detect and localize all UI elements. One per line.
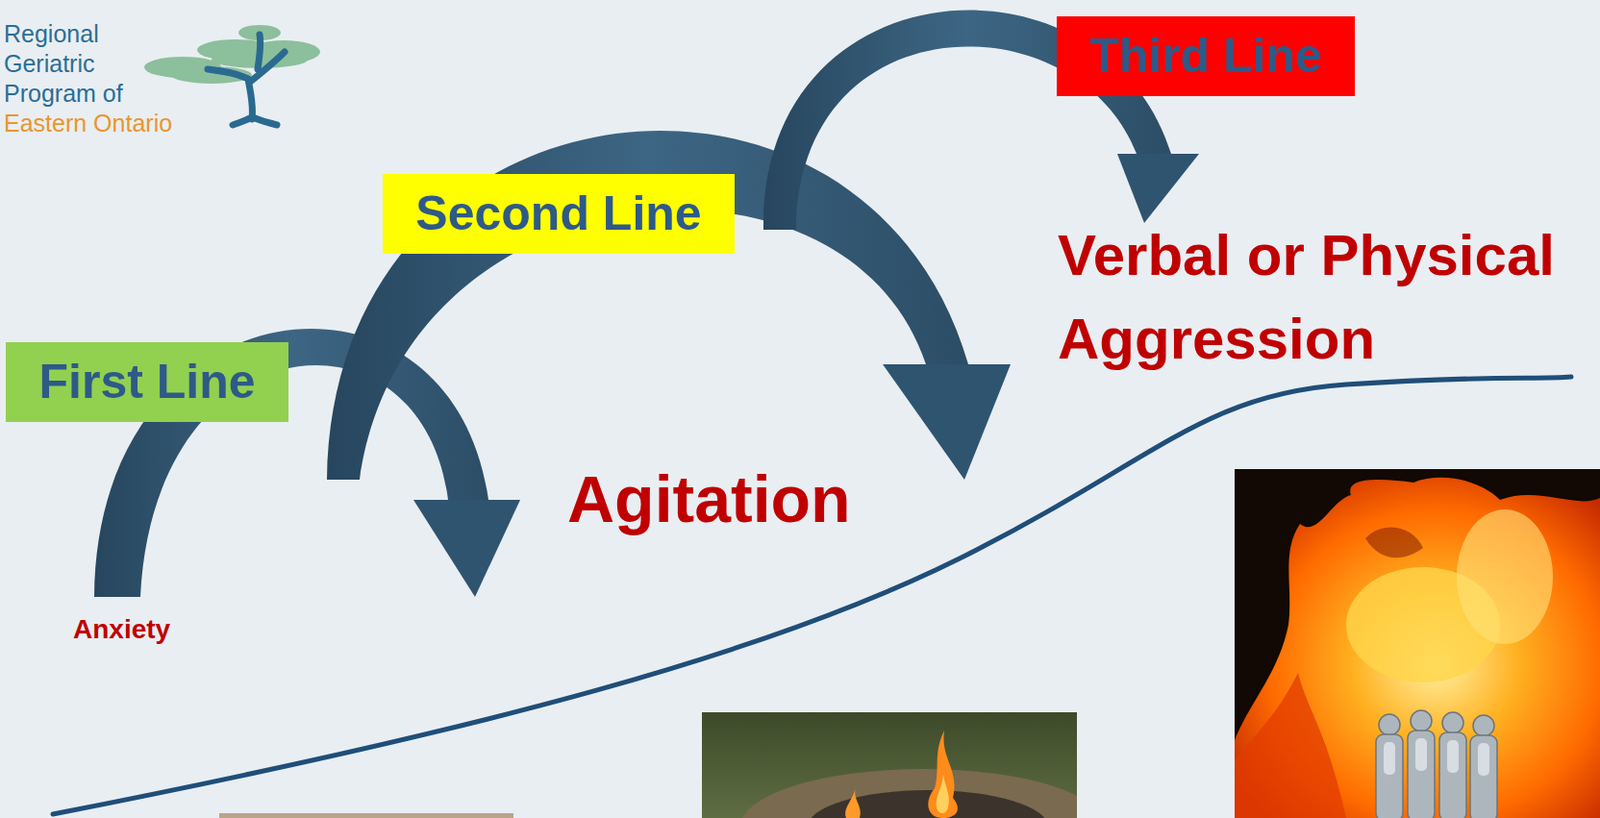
small-fire-photo (701, 712, 1077, 818)
air-tank (1415, 738, 1427, 772)
tree-trunk (207, 34, 285, 125)
box-title: First Line (38, 355, 255, 409)
large-fire-photo (1234, 469, 1600, 818)
fire (1234, 477, 1600, 818)
firefighter (1375, 734, 1403, 818)
arrow-shaft (326, 130, 969, 480)
firefighter (1439, 732, 1467, 818)
firefighter (1442, 712, 1464, 734)
photo-strip (219, 813, 514, 818)
flame-core (936, 769, 950, 814)
arrow-head (1117, 153, 1200, 224)
stage-box: Third Line (1056, 16, 1355, 97)
firefighters (1375, 710, 1498, 818)
air-tank (1383, 742, 1396, 775)
fire (1234, 673, 1347, 818)
flame (845, 786, 861, 818)
stage-label: Verbal or Physical Aggression (1057, 213, 1593, 381)
ash (807, 790, 1049, 818)
firefighter (1473, 715, 1495, 737)
arrow-head (882, 364, 1011, 480)
stage-box: First Line (5, 342, 289, 423)
smoke (1365, 527, 1424, 559)
stage-label: Agitation (567, 459, 851, 539)
box-title: Third Line (1089, 29, 1323, 83)
air-tanks (1383, 738, 1490, 776)
fire-core (1456, 509, 1553, 645)
air-tank (1477, 743, 1490, 776)
firefighter (1410, 710, 1432, 732)
curved-arrow (326, 130, 1011, 480)
photo-ground (1234, 469, 1600, 818)
flame (927, 730, 958, 818)
logo-text: Regional Geriatric Program of (3, 19, 139, 109)
stage-label: Anxiety (73, 613, 171, 647)
arrow-head (413, 500, 521, 598)
stage-box: Second Line (382, 174, 735, 254)
air-tank (1447, 740, 1459, 774)
logo-text: Eastern Ontario (3, 108, 173, 139)
firefighter (1470, 735, 1498, 818)
box-title: Second Line (415, 187, 701, 241)
firefighter (1378, 714, 1400, 736)
dirt (740, 769, 1077, 818)
firefighter (1407, 730, 1435, 818)
